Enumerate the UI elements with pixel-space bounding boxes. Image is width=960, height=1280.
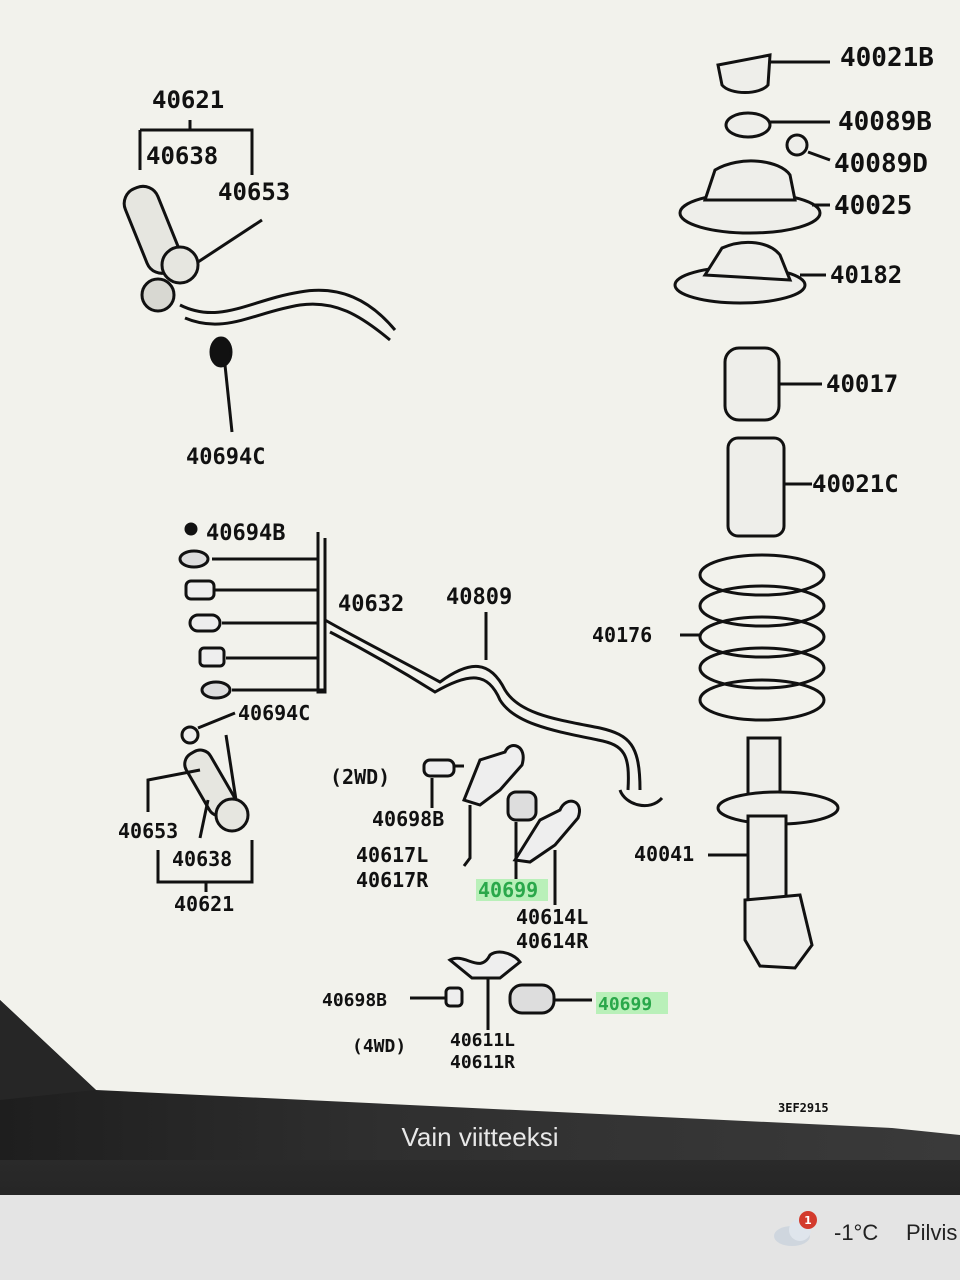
top-stabilizer-bar-edge [184,302,391,342]
bracket-2wd-upper [462,744,525,807]
bolt-2wd [422,758,456,778]
label-4wd-bracket-l: 40611L [450,1030,515,1051]
bump-stop [723,346,781,422]
label-2wd-bracket-r: 40617R [356,868,429,892]
bracket-4wd [447,950,523,980]
label-strut: 40041 [634,842,694,866]
label-spring: 40176 [592,623,652,647]
label-4wd-bracket-r: 40611R [450,1052,515,1073]
bolt-4wd [444,986,464,1008]
label-dust-boot: 40021C [812,470,899,498]
bottom-bracket-leader [198,799,210,839]
label-bottom-group: 40621 [174,892,234,916]
label-2wd-bracket2-l: 40614L [516,905,588,929]
drawing-code: 3EF2915 [778,1101,829,1115]
washer-2 [178,549,210,569]
bushing-4wd [508,983,556,1015]
top-nut [716,53,772,94]
label-seat: 40182 [830,261,902,289]
label-4wd-bolt: 40698B [322,990,387,1011]
washer-3 [184,579,216,601]
main-stabilizer-bar [324,618,642,791]
parts-diagram: 40621 40638 40653 40694C 40694B 40632 40… [0,0,960,1135]
washer-1 [184,522,198,536]
label-top-nut: 40021B [840,43,934,73]
label-4wd-bushing-highlight: 40699 [598,994,652,1015]
washer-4 [188,613,222,633]
clamps-2wd-drawing [422,744,581,905]
label-top-bushing: 40653 [218,178,290,206]
top-link-bracket-lines [138,128,254,175]
washer-5 [198,646,226,668]
mount-body [702,159,797,202]
nut-d-leader [807,150,831,162]
parts-diagram-sheet: 40621 40638 40653 40694C 40694B 40632 40… [0,0,960,1135]
nut-d [785,133,809,157]
nut-b [724,111,772,139]
clamps-4wd-drawing [410,950,592,1030]
label-2wd-bracket-l: 40617L [356,843,428,867]
top-nut-leader [223,364,234,433]
label-top-bracket: 40638 [146,142,218,170]
label-bottom-bracket: 40638 [172,847,232,871]
caption-reference-only: Vain viitteeksi [401,1122,559,1152]
bottom-bushing-leader [146,768,201,812]
label-2wd-bolt: 40698B [372,807,444,831]
washer-stack [178,522,664,808]
strut-body [746,814,788,906]
strut-knuckle-bracket [743,893,814,970]
alert-badge [799,1211,817,1229]
bracket-2wd-lower [512,799,581,864]
label-nut-d: 40089D [834,149,928,179]
seat-body [702,240,793,282]
coil-spring [698,553,826,722]
weather-condition[interactable]: Pilvis [906,1220,958,1245]
main-stabilizer-bar-edge [329,630,630,791]
strut-assembly [673,53,840,970]
highlight-2wd-bushing-bg [476,879,548,901]
coil-2 [698,584,826,628]
label-top-nut: 40694C [186,445,265,470]
washer-leader-lines [212,532,327,694]
top-bushing-end [140,277,176,313]
bracket-2wd-upper-leader [462,805,472,867]
label-2wd-bushing-highlight: 40699 [478,878,538,902]
bottom-nut-shape [180,725,200,745]
label-2wd-bracket2-r: 40614R [516,929,589,953]
alert-badge-count: 1 [804,1214,812,1227]
label-link: 40632 [338,592,404,617]
weather-temperature[interactable]: -1°C [834,1220,879,1245]
top-bushing-leader [197,218,263,264]
label-bottom-bushing: 40653 [118,819,178,843]
label-bottom-nut: 40694C [238,701,310,725]
coil-5 [698,678,826,722]
top-nut-shape [209,336,233,368]
washer-6 [200,680,232,700]
label-bar: 40809 [446,585,512,610]
label-nut-b: 40089B [838,107,932,137]
main-stabilizer-bar-end [618,789,664,808]
strut-rod [746,736,782,800]
label-top-group: 40621 [152,86,224,114]
bottom-link-assembly [146,711,254,892]
dust-boot [726,436,786,538]
coil-1 [698,553,826,597]
label-mount: 40025 [834,191,912,221]
highlight-4wd-bushing-bg [596,992,668,1014]
bottom-link-rod [224,734,238,801]
label-2wd: (2WD) [330,765,390,789]
coil-3 [698,615,826,659]
top-bushing-round [160,245,200,285]
bottom-bushing-round [214,797,250,833]
top-link-assembly [122,120,397,433]
coil-4 [698,646,826,690]
label-4wd: (4WD) [352,1036,406,1057]
top-stabilizer-bar [179,288,397,331]
bottom-nut-leader [197,711,236,730]
label-washer-stack: 40694B [206,521,285,546]
label-bump-stop: 40017 [826,370,898,398]
bushing-2wd [506,790,538,822]
left-bezel-shadow [0,1000,96,1100]
cloud-weather-icon[interactable]: 1 [770,1210,822,1250]
